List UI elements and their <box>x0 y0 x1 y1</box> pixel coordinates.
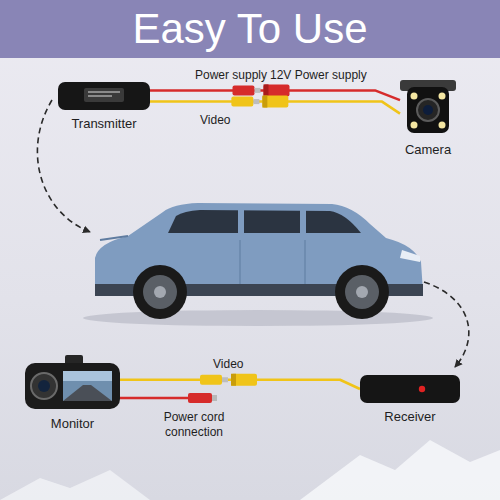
car-wheel <box>335 265 389 319</box>
socket-connector <box>264 84 290 96</box>
car-pillar <box>300 210 306 234</box>
title-banner: Easy To Use <box>0 0 500 58</box>
car-wheel <box>133 265 187 319</box>
receiver-led <box>419 386 425 392</box>
receiver-node: Receiver <box>360 375 460 403</box>
wire-label: Video <box>200 113 230 127</box>
camera-led <box>439 93 446 100</box>
monitor-mount <box>65 355 83 365</box>
transmitter-node: Transmitter <box>58 82 150 110</box>
car-rim <box>143 275 177 309</box>
power-plug <box>188 393 212 403</box>
snow-mountain <box>300 440 500 500</box>
camera-bracket <box>400 80 456 91</box>
socket-connector <box>262 96 288 108</box>
car-pillar <box>238 210 244 234</box>
car-line <box>100 236 128 240</box>
monitor-glass <box>38 380 50 392</box>
camera-glass <box>423 105 433 115</box>
wire-label: Power supply <box>195 68 267 82</box>
transmitter-body <box>58 82 150 110</box>
car-door-line <box>240 240 305 288</box>
screen-sky <box>63 371 112 381</box>
monitor-body <box>25 363 120 409</box>
power-plug-tip <box>212 395 217 401</box>
title: Easy To Use <box>133 0 368 58</box>
plug-connector <box>233 85 255 95</box>
car-window <box>168 210 361 233</box>
wire-label: Video <box>213 357 243 371</box>
plug-tip <box>253 99 259 104</box>
camera-icon <box>400 80 456 136</box>
monitor-screen <box>63 371 112 401</box>
camera-led <box>411 122 418 129</box>
transmitter-sticker <box>84 88 124 102</box>
snow-mountain <box>0 470 150 500</box>
car-hub <box>356 286 368 298</box>
socket-ring <box>262 96 267 108</box>
signal-arrow <box>424 282 469 367</box>
camera-lens <box>417 99 439 121</box>
receiver-box <box>360 375 460 403</box>
monitor-node: Monitor <box>25 355 120 410</box>
power-wire <box>120 397 188 400</box>
monitor-lens <box>31 373 57 399</box>
signal-arrow <box>37 100 90 232</box>
receiver-body <box>360 375 460 403</box>
car-rim <box>345 275 379 309</box>
car-headlight <box>400 250 420 262</box>
plug-tip <box>222 377 228 382</box>
plug-connector <box>200 375 222 385</box>
device-label: Monitor <box>51 416 94 431</box>
camera-led <box>439 122 446 129</box>
sticker-line <box>88 91 120 93</box>
camera-body <box>407 87 449 133</box>
device-label: Receiver <box>384 409 435 424</box>
device-label: Transmitter <box>71 116 136 131</box>
socket-ring <box>264 84 269 96</box>
camera-node: Camera <box>400 80 456 136</box>
car-shadow <box>83 310 433 326</box>
socket-ring <box>231 374 236 386</box>
wire-label: Power cord connection <box>138 410 250 440</box>
plug-tip <box>255 88 261 93</box>
screen-road <box>63 385 112 401</box>
plug-connector <box>231 97 253 107</box>
camera-led <box>411 93 418 100</box>
wire-label: 12V Power supply <box>270 68 367 82</box>
car-hub <box>154 286 166 298</box>
sticker-line <box>88 95 112 97</box>
socket-connector <box>231 374 257 386</box>
device-label: Camera <box>405 142 451 157</box>
transmitter-box <box>58 82 150 110</box>
monitor-icon <box>25 355 120 410</box>
